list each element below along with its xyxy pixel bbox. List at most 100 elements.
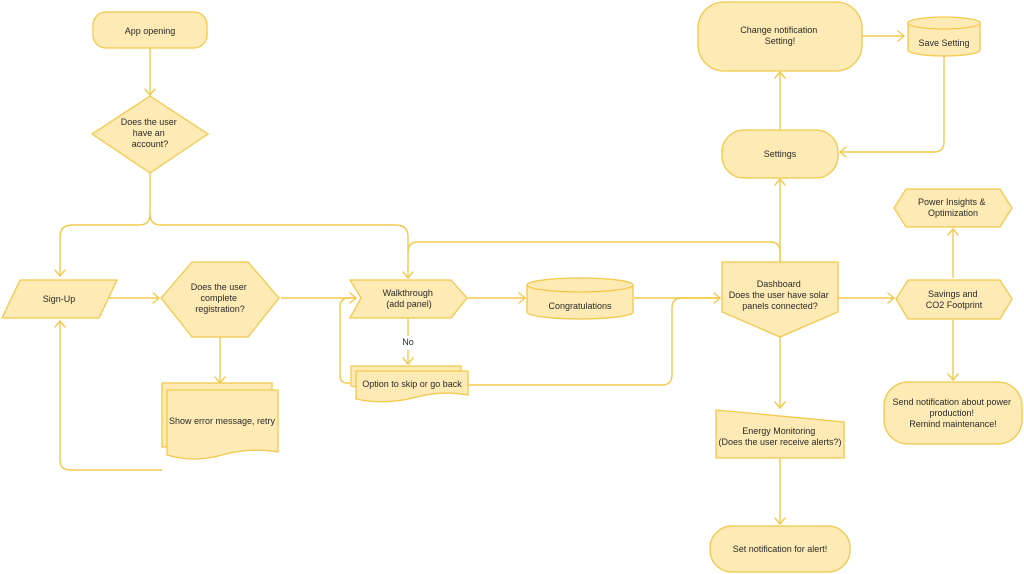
label-line: Remind maintenance!	[909, 419, 997, 429]
send-notification-shape	[883, 381, 1023, 445]
label-line: registration?	[195, 304, 245, 314]
congratulations-label: Congratulations	[548, 301, 612, 311]
arrowhead	[947, 373, 959, 382]
node-congratulations[interactable]: Congratulations	[526, 277, 634, 320]
label-line: Does the user	[191, 282, 247, 292]
arrowhead	[897, 30, 906, 42]
has-account-label: Does the user have an account?	[121, 117, 180, 149]
set-alert-shape	[709, 525, 851, 573]
arrowhead	[54, 269, 66, 278]
skip-tape-shape	[355, 370, 469, 403]
label-line: Savings and	[928, 289, 978, 299]
label-line: Optimization	[928, 208, 978, 218]
label-line: production!	[929, 408, 974, 418]
change-notification-shape	[697, 1, 863, 72]
congratulations-cylinder-body	[526, 284, 634, 320]
label-line: Option to skip or go back	[362, 379, 462, 389]
arrowhead	[838, 146, 847, 158]
arrowhead	[774, 401, 786, 410]
node-energy-monitoring[interactable]: Energy Monitoring (Does the user receive…	[715, 409, 845, 459]
label-line: Energy Monitoring	[742, 426, 815, 436]
send-notification-label: Send notification about power production…	[892, 397, 1013, 429]
connector-save-to-settings	[841, 56, 945, 153]
label-line: Dashboard	[757, 279, 801, 289]
dashboard-label: Dashboard Does the user have solar panel…	[729, 279, 832, 311]
power-insights-label: Power Insights & Optimization	[918, 197, 988, 218]
label-line: complete	[200, 293, 237, 303]
connector-account-branch	[59, 173, 151, 275]
label-line: Save Setting	[918, 38, 969, 48]
node-dashboard[interactable]: Dashboard Does the user have solar panel…	[721, 261, 839, 338]
node-save-setting[interactable]: Save Setting	[907, 16, 981, 57]
dashboard-shape	[721, 261, 839, 338]
arrowhead	[947, 227, 959, 236]
label-line: Does the user have solar	[729, 290, 829, 300]
label-line: Setting!	[765, 36, 796, 46]
skip-or-back-label: Option to skip or go back	[362, 379, 462, 389]
arrowhead	[774, 177, 786, 186]
label-line: Congratulations	[548, 301, 612, 311]
node-walkthrough[interactable]: Walkthrough (add panel)	[348, 279, 468, 319]
save-setting-cylinder-body	[907, 22, 981, 57]
change-notification-label: Change notification Setting!	[740, 25, 820, 46]
connector-dashboard-to-walkthrough	[407, 241, 781, 262]
complete-registration-shape	[160, 261, 280, 338]
node-sign-up[interactable]: Sign-Up	[0, 279, 119, 319]
label-line: Change notification	[740, 25, 817, 35]
arrowhead	[887, 292, 896, 304]
arrowhead	[54, 319, 66, 328]
power-insights-shape	[893, 188, 1013, 228]
label-line: Does the user	[121, 117, 177, 127]
savings-co2-label: Savings and CO2 Footprint	[926, 289, 983, 310]
label-line: account?	[132, 139, 169, 149]
arrowhead	[402, 357, 414, 366]
sign-up-parallelogram	[0, 279, 119, 319]
node-settings[interactable]: Settings	[721, 129, 839, 179]
connector-skip-back-to-walkthrough	[339, 297, 355, 384]
label-line: Set notification for alert!	[733, 544, 828, 554]
node-has-account-decision[interactable]: Does the user have an account?	[90, 95, 210, 174]
savings-co2-shape	[895, 279, 1013, 320]
arrowhead	[774, 70, 786, 79]
walkthrough-shape	[348, 279, 468, 319]
label-line: Sign-Up	[43, 294, 76, 304]
arrowhead	[144, 88, 156, 97]
arrowhead	[402, 271, 414, 280]
node-send-notification[interactable]: Send notification about power production…	[883, 381, 1023, 445]
settings-label: Settings	[764, 149, 797, 159]
save-setting-cylinder-top	[907, 16, 981, 30]
node-error-message[interactable]: Show error message, retry	[161, 382, 279, 460]
node-power-insights[interactable]: Power Insights & Optimization	[893, 188, 1013, 228]
has-account-diamond	[90, 95, 210, 174]
connectors	[54, 30, 959, 526]
arrowhead	[152, 292, 161, 304]
complete-registration-label: Does the user complete registration?	[191, 282, 250, 314]
arrowhead	[518, 292, 527, 304]
node-savings-co2[interactable]: Savings and CO2 Footprint	[895, 279, 1013, 320]
walkthrough-label: Walkthrough (add panel)	[383, 288, 436, 309]
label-line: Show error message, retry	[169, 416, 276, 426]
node-complete-registration-decision[interactable]: Does the user complete registration?	[160, 261, 280, 338]
label-line: Send notification about power	[892, 397, 1011, 407]
node-skip-or-back[interactable]: Option to skip or go back	[350, 365, 469, 403]
arrowhead	[349, 292, 358, 304]
energy-monitoring-shape	[715, 409, 845, 459]
connector-account-to-walkthrough	[149, 213, 409, 277]
error-document-shape	[166, 389, 279, 460]
label-line: (Does the user receive alerts?)	[718, 437, 841, 447]
label-line: panels connected?	[742, 301, 818, 311]
label-line: Settings	[764, 149, 797, 159]
node-change-notification[interactable]: Change notification Setting!	[697, 1, 863, 72]
label-line: CO2 Footprint	[926, 300, 983, 310]
connector-error-to-signup	[59, 322, 162, 471]
energy-monitoring-label: Energy Monitoring (Does the user receive…	[718, 426, 841, 447]
arrowhead	[713, 292, 722, 304]
congratulations-cylinder-top	[526, 277, 634, 293]
edge-label-no: No	[402, 337, 414, 347]
label-line: (add panel)	[386, 299, 432, 309]
app-opening-label: App opening	[125, 26, 176, 36]
node-app-opening[interactable]: App opening	[92, 11, 208, 49]
node-set-alert[interactable]: Set notification for alert!	[709, 525, 851, 573]
error-message-label: Show error message, retry	[169, 416, 276, 426]
